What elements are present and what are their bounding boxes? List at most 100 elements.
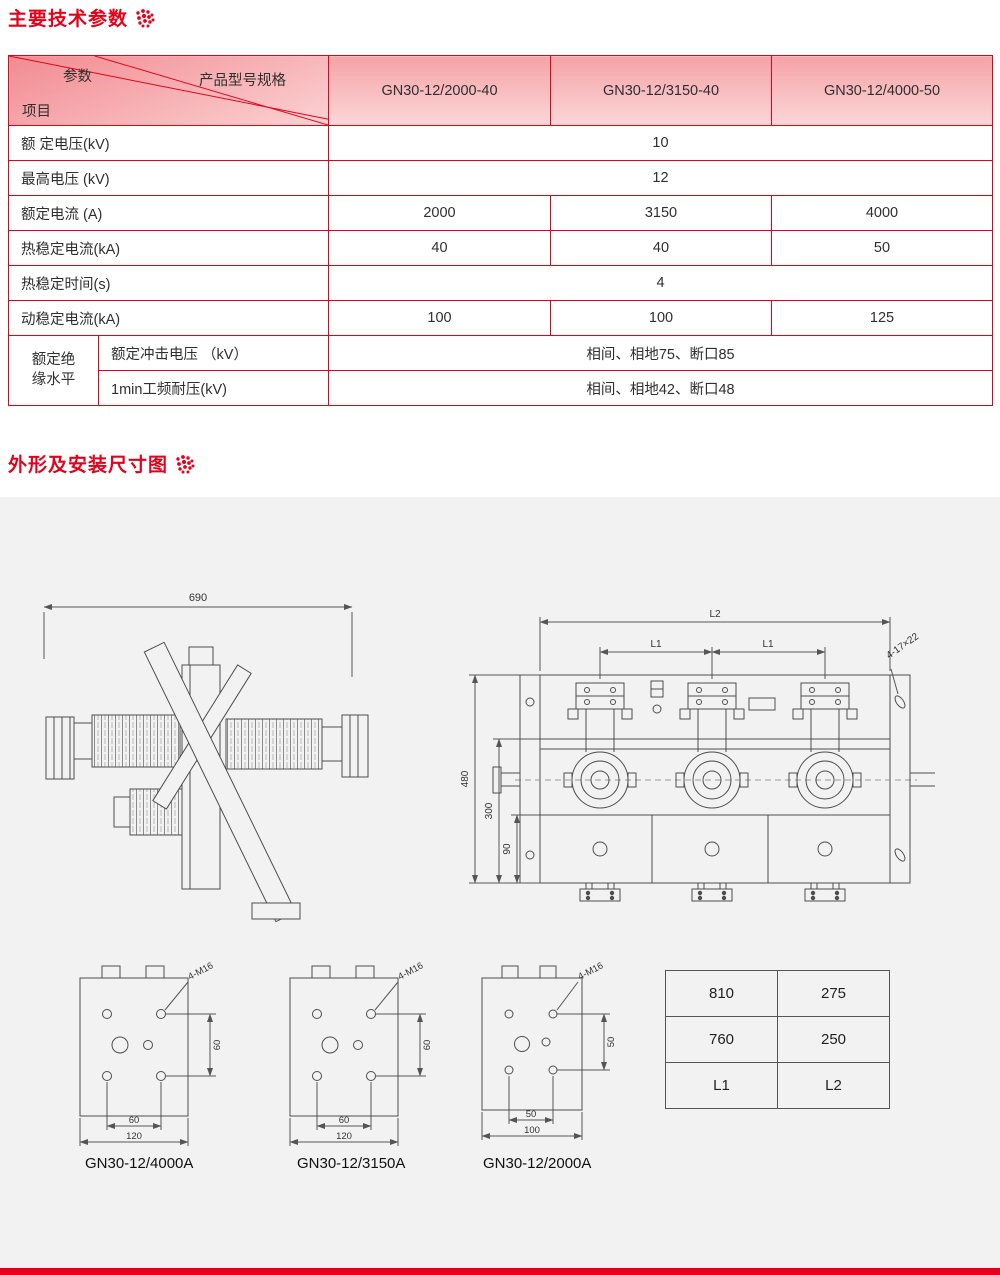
corner-header-cell: 参数 项目 产品型号规格 bbox=[8, 55, 329, 126]
corner-label-model: 产品型号规格 bbox=[199, 73, 286, 89]
side-view-geometry bbox=[45, 641, 369, 923]
model-header-2: GN30-12/3150-40 bbox=[550, 55, 772, 126]
row-value: 50 bbox=[771, 230, 993, 266]
plate-geometry bbox=[289, 965, 399, 1117]
row-label: 1min工频耐压(kV) bbox=[98, 370, 329, 406]
plate-caption-2000: GN30-12/2000A bbox=[483, 1155, 592, 1172]
spec-row-thermal-time: 热稳定时间(s) 4 bbox=[8, 265, 993, 301]
row-label: 额定冲击电压 （kV） bbox=[98, 335, 329, 371]
front-view-geometry bbox=[492, 674, 935, 884]
plate-holes-label: 4-M16 bbox=[186, 960, 215, 982]
row-value: 3150 bbox=[550, 195, 772, 231]
mounting-plate-drawing-4000: 4-M16 60 60 120 bbox=[79, 960, 223, 1146]
plate-hdim2-label: 100 bbox=[524, 1125, 540, 1136]
spec-row-impulse: 额定绝 缘水平 额定冲击电压 （kV） 相间、相地75、断口85 bbox=[8, 335, 993, 406]
dimension-cell: L2 bbox=[777, 1062, 890, 1109]
pole-1 bbox=[563, 682, 637, 902]
pole-3 bbox=[788, 682, 862, 902]
dim-l1-left-label: L1 bbox=[650, 639, 662, 650]
model-header-3: GN30-12/4000-50 bbox=[771, 55, 993, 126]
plate-hdim1-label: 60 bbox=[129, 1115, 140, 1126]
pole-2 bbox=[675, 682, 749, 902]
plate-vdim-label: 60 bbox=[422, 1040, 433, 1051]
row-value: 40 bbox=[328, 230, 551, 266]
side-view-dimensions bbox=[43, 604, 353, 677]
plate-hdim2-label: 120 bbox=[336, 1131, 352, 1142]
insulation-group-line1: 额定绝 bbox=[31, 351, 76, 368]
diagonal-divider bbox=[9, 56, 328, 125]
plate-dim-labels: 4-M16 60 60 120 bbox=[126, 960, 223, 1142]
dims-title-text: 外形及安装尺寸图 bbox=[8, 455, 169, 476]
spec-row-thermal-current: 热稳定电流(kA) 40 40 50 bbox=[8, 230, 993, 266]
spec-row-max-voltage: 最高电压 (kV) 12 bbox=[8, 160, 993, 196]
switch-front-view-drawing: L2 L1 L1 480 300 90 4-17×22 bbox=[460, 609, 935, 902]
dimension-table-row: 760 250 bbox=[665, 1016, 890, 1063]
title-ornament-icon bbox=[136, 8, 155, 27]
dim-300-label: 300 bbox=[484, 802, 495, 819]
insulation-group-line2: 缘水平 bbox=[31, 371, 76, 388]
dimension-table-row: 810 275 bbox=[665, 970, 890, 1017]
plate-caption-3150: GN30-12/3150A bbox=[297, 1155, 406, 1172]
insulation-group-label: 额定绝 缘水平 bbox=[8, 335, 99, 406]
model-header-1: GN30-12/2000-40 bbox=[328, 55, 551, 126]
plate-dimensions bbox=[79, 981, 216, 1146]
plate-dim-labels: 4-M16 60 60 120 bbox=[336, 960, 433, 1142]
dimension-cell: L1 bbox=[665, 1062, 778, 1109]
dimension-table: 810 275 760 250 L1 L2 bbox=[665, 970, 890, 1109]
plate-geometry bbox=[481, 965, 583, 1111]
section-title-params: 主要技术参数 bbox=[8, 4, 156, 31]
row-value: 100 bbox=[550, 300, 772, 336]
row-value: 10 bbox=[328, 125, 993, 161]
row-value: 相间、相地42、断口48 bbox=[328, 370, 993, 406]
spec-table: 参数 项目 产品型号规格 GN30-12/2000-40 GN30-12/315… bbox=[8, 55, 993, 406]
row-value: 100 bbox=[328, 300, 551, 336]
row-value: 相间、相地75、断口85 bbox=[328, 335, 993, 371]
spec-header-row: 参数 项目 产品型号规格 GN30-12/2000-40 GN30-12/315… bbox=[8, 55, 993, 126]
plate-dimensions bbox=[289, 981, 426, 1146]
dim-l1-right-label: L1 bbox=[762, 639, 774, 650]
plate-hdim1-label: 60 bbox=[339, 1115, 350, 1126]
front-view-dimensions bbox=[469, 617, 899, 884]
dim-l2-label: L2 bbox=[709, 609, 721, 620]
dim-90-label: 90 bbox=[502, 843, 513, 855]
mounting-plate-drawing-3150: 4-M16 60 60 120 bbox=[289, 960, 433, 1146]
row-value: 4000 bbox=[771, 195, 993, 231]
dimension-cell: 275 bbox=[777, 970, 890, 1017]
dot-cluster bbox=[136, 8, 155, 27]
dimension-cell: 760 bbox=[665, 1016, 778, 1063]
dim-480-label: 480 bbox=[460, 770, 471, 787]
title-ornament-icon bbox=[176, 454, 195, 473]
plate-holes-label: 4-M16 bbox=[396, 960, 425, 982]
row-label: 额定电流 (A) bbox=[8, 195, 329, 231]
plate-hdim2-label: 120 bbox=[126, 1131, 142, 1142]
plate-caption-4000: GN30-12/4000A bbox=[85, 1155, 194, 1172]
plate-vdim-label: 60 bbox=[212, 1040, 223, 1051]
row-value: 40 bbox=[550, 230, 772, 266]
spec-row-power-freq: 1min工频耐压(kV) 相间、相地42、断口48 bbox=[9, 370, 993, 406]
mounting-plate-drawing-2000: 4-M16 50 50 100 bbox=[481, 960, 617, 1140]
dimension-table-row: L1 L2 bbox=[665, 1062, 890, 1109]
row-label: 热稳定时间(s) bbox=[8, 265, 329, 301]
drawing-panel: 690 bbox=[0, 497, 1000, 1275]
plate-dimensions bbox=[481, 981, 610, 1140]
corner-label-param: 参数 bbox=[63, 69, 92, 85]
dimension-cell: 810 bbox=[665, 970, 778, 1017]
dot-cluster bbox=[176, 454, 195, 473]
row-label: 额 定电压(kV) bbox=[8, 125, 329, 161]
switch-side-view-drawing: 690 bbox=[43, 592, 369, 923]
row-value: 125 bbox=[771, 300, 993, 336]
row-value: 2000 bbox=[328, 195, 551, 231]
plate-vdim-label: 50 bbox=[606, 1037, 617, 1048]
spec-row-rated-voltage: 额 定电压(kV) 10 bbox=[8, 125, 993, 161]
plate-holes-label: 4-M16 bbox=[576, 960, 605, 982]
row-label: 最高电压 (kV) bbox=[8, 160, 329, 196]
plate-geometry bbox=[79, 965, 189, 1117]
row-label: 热稳定电流(kA) bbox=[8, 230, 329, 266]
row-value: 4 bbox=[328, 265, 993, 301]
spec-row-rated-current: 额定电流 (A) 2000 3150 4000 bbox=[8, 195, 993, 231]
params-title-text: 主要技术参数 bbox=[8, 9, 129, 30]
section-title-dimensions: 外形及安装尺寸图 bbox=[8, 450, 196, 477]
corner-label-item: 项目 bbox=[22, 104, 51, 120]
plate-hdim1-label: 50 bbox=[526, 1109, 537, 1120]
